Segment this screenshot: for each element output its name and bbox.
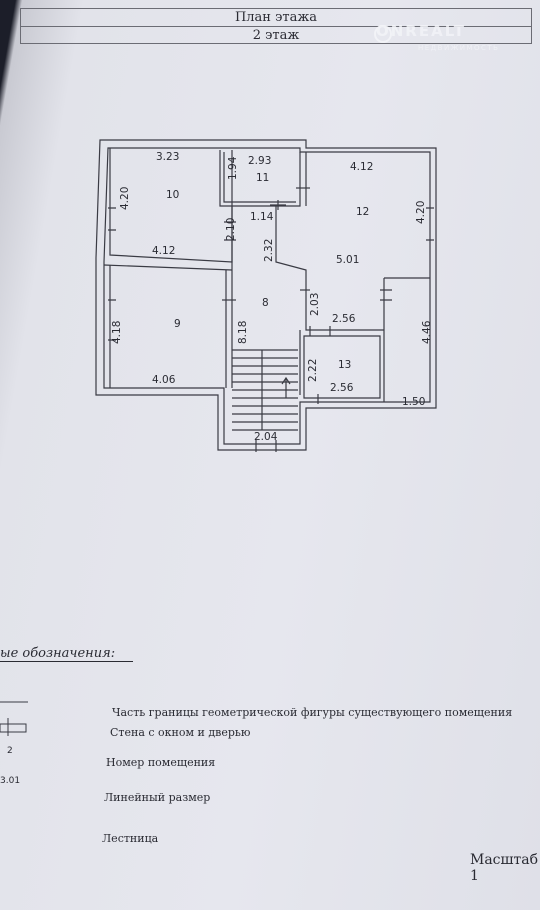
legend-item-stairs: Лестница <box>102 832 159 845</box>
legend-item-wall: Стена с окном и дверью <box>110 726 251 739</box>
room-number-10: 10 <box>166 189 179 201</box>
dim-4-20-right: 4.20 <box>415 201 427 224</box>
dim-4-06: 4.06 <box>152 374 176 386</box>
dim-2-56-top: 2.56 <box>332 313 356 325</box>
scale-label: Масштаб 1 <box>470 852 539 884</box>
floor-label: 2 этаж <box>21 26 531 44</box>
room-number-12: 12 <box>356 206 369 218</box>
watermark-logo-icon <box>374 25 392 43</box>
dim-1-94: 1.94 <box>227 156 239 180</box>
dim-2-93: 2.93 <box>248 155 271 167</box>
dim-1-14: 1.14 <box>250 211 274 223</box>
watermark-brand: ONREALT <box>376 22 467 40</box>
dim-4-12-top: 4.12 <box>350 161 373 173</box>
plan-title: План этажа <box>234 10 318 25</box>
dim-2-10: 2.10 <box>225 218 237 241</box>
dim-2-32: 2.32 <box>263 239 275 262</box>
room-number-8: 8 <box>262 297 269 309</box>
dim-2-56-bottom: 2.56 <box>330 382 354 394</box>
dim-1-50: 1.50 <box>402 396 425 408</box>
watermark-sub: НЕДВИЖИМОСТЬ <box>418 44 500 52</box>
legend-sample-number: 2 <box>7 746 13 756</box>
legend-item-room-number: Номер помещения <box>106 756 216 769</box>
room-number-13: 13 <box>338 359 351 371</box>
dim-5-01: 5.01 <box>336 254 359 266</box>
legend-title: ые обозначения: <box>0 646 134 662</box>
dim-4-12-bottom: 4.12 <box>152 245 175 257</box>
dim-3-23: 3.23 <box>156 151 179 163</box>
legend-item-linear-dim: Линейный размер <box>104 791 211 804</box>
dim-2-03: 2.03 <box>309 293 321 316</box>
dim-4-46: 4.46 <box>421 320 433 344</box>
title-block: План этажа 2 этаж <box>20 8 532 44</box>
legend-item-boundary: Часть границы геометрической фигуры суще… <box>112 706 513 719</box>
legend-sample-dim: 3.01 <box>0 776 21 786</box>
dim-4-18: 4.18 <box>111 321 123 344</box>
room-number-11: 11 <box>256 172 269 184</box>
dim-8-18: 8.18 <box>237 321 249 344</box>
dim-2-22: 2.22 <box>307 359 319 382</box>
room-number-9: 9 <box>174 318 181 330</box>
dim-2-04: 2.04 <box>254 431 278 443</box>
dim-4-20-left: 4.20 <box>119 187 131 210</box>
